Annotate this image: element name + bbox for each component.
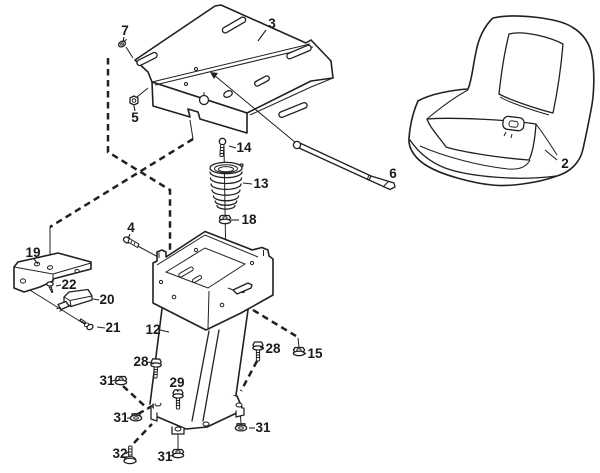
- seat-latch: [502, 115, 525, 139]
- pedestal-bracket: [152, 230, 274, 331]
- part-label-flange-nut-31: 31: [255, 420, 271, 435]
- leader-line-31: [111, 379, 117, 382]
- seat: [408, 15, 595, 187]
- part-label-screw-22: 22: [61, 277, 76, 292]
- leader-line-2: [544, 149, 558, 161]
- bracket-lever: [227, 282, 253, 295]
- leader-line-13: [242, 182, 253, 185]
- leader-line-4: [127, 233, 131, 240]
- leader-line-5: [133, 105, 136, 112]
- nut-31-right: [234, 423, 248, 432]
- nut-18: [218, 214, 232, 225]
- part-label-flange-bolt-7: 7: [121, 23, 129, 38]
- seat-pedestal-tower: [149, 302, 250, 422]
- part-label-flange-nut-18: 18: [241, 212, 257, 227]
- seat-mounting-plate: [134, 4, 334, 134]
- assembly-axis-lines: [24, 119, 300, 449]
- part-label-carriage-bolt-32: 32: [112, 446, 127, 461]
- part-label-flange-nut-31: 31: [113, 410, 129, 425]
- seat-switch-20: [56, 288, 93, 312]
- bracket-19: [13, 252, 92, 293]
- nut-31-mid-left: [129, 413, 143, 422]
- screw-21: [79, 318, 94, 331]
- leader-line-32: [125, 450, 130, 455]
- part-label-nut-5: 5: [131, 110, 139, 125]
- part-label-bolt-28: 28: [265, 341, 281, 356]
- plate-slots: [136, 16, 312, 119]
- part-label-flange-nut-15: 15: [307, 346, 323, 361]
- part-label-bolt-14: 14: [236, 140, 252, 155]
- part-label-spring-13: 13: [253, 176, 269, 191]
- part-label-bolt-29: 29: [169, 375, 184, 390]
- nut-31-bottom: [171, 448, 185, 459]
- adjustment-rod: [210, 72, 396, 191]
- nut-31-top-left: [114, 375, 128, 386]
- leader-line-31: [169, 454, 175, 457]
- carriage-bolt-32: [123, 445, 137, 465]
- nut-5: [129, 87, 149, 106]
- bolt-14: [218, 137, 227, 158]
- leader-line-12: [159, 329, 170, 333]
- part-label-flange-nut-31: 31: [157, 449, 173, 464]
- leader-line-3: [257, 29, 267, 42]
- part-label-bracket-19: 19: [25, 245, 40, 260]
- leader-line-6: [382, 180, 390, 188]
- leader-line-29: [176, 388, 179, 393]
- label-leader-lines: [33, 29, 558, 457]
- leader-line-7: [122, 36, 125, 43]
- part-label-screw-21: 21: [105, 320, 121, 335]
- leader-line-28: [259, 346, 265, 350]
- leader-line-15: [302, 351, 307, 355]
- part-label-adjustment-rod-6: 6: [389, 166, 397, 181]
- part-label-bolt-4: 4: [127, 220, 135, 235]
- part-label-seat-switch-20: 20: [99, 292, 114, 307]
- leader-line-22: [55, 284, 62, 287]
- part-label-seat-mounting-plate-3: 3: [268, 16, 276, 31]
- bolt-28-right: [252, 341, 264, 362]
- leader-line-21: [96, 326, 106, 329]
- bolt-7: [117, 39, 134, 59]
- spring-13: [209, 161, 244, 210]
- bolt-4: [122, 236, 140, 248]
- leader-line-28: [147, 361, 155, 365]
- screw-22: [46, 281, 54, 293]
- leader-line-19: [33, 258, 39, 265]
- part-label-seat-pedestal-12: 12: [145, 322, 160, 337]
- leader-line-14: [228, 145, 237, 149]
- part-label-seat-2: 2: [561, 156, 569, 171]
- nut-15: [292, 346, 306, 357]
- leader-line-20: [92, 298, 100, 301]
- part-label-flange-nut-31: 31: [99, 373, 115, 388]
- part-label-bolt-28: 28: [133, 354, 149, 369]
